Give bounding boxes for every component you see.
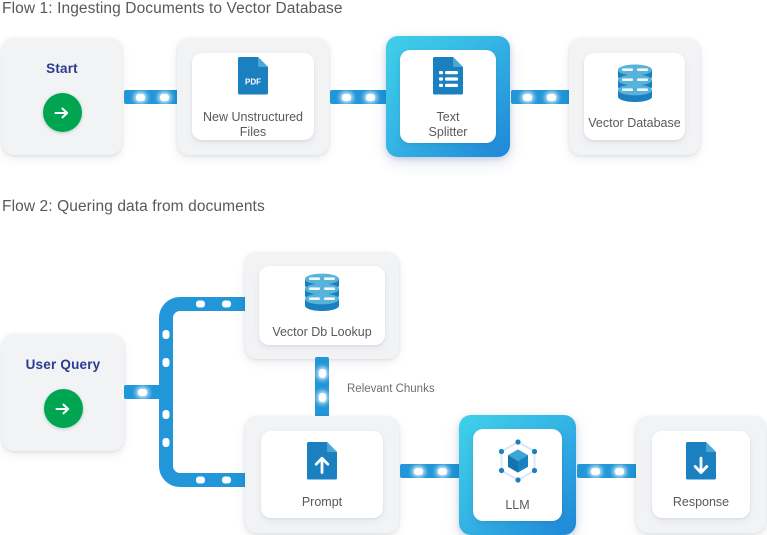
connector-llm-to-response (577, 464, 639, 478)
hexagon-cube-icon (495, 438, 541, 489)
connector-user-query-stub (124, 385, 166, 399)
database-stack-icon (300, 271, 344, 316)
flow-2-title: Flow 2: Quering data from documents (2, 198, 265, 215)
green-arrow-icon[interactable] (42, 93, 82, 132)
connector-files-to-splitter (330, 90, 390, 104)
svg-text:PDF: PDF (245, 77, 261, 86)
connector-splitter-to-vectordb (511, 90, 571, 104)
database-stack-icon (613, 62, 657, 107)
node-response[interactable]: Response (636, 416, 766, 533)
node-user-query-label: User Query (25, 357, 101, 372)
node-start[interactable]: Start (2, 38, 122, 155)
node-vector-database-label: Vector Database (588, 116, 681, 130)
upload-file-icon (304, 439, 340, 486)
node-llm[interactable]: LLM (459, 415, 576, 535)
node-text-splitter-label: Text Splitter (428, 109, 468, 139)
connector-prompt-to-llm (400, 464, 462, 478)
flow-1-title: Flow 1: Ingesting Documents to Vector Da… (2, 0, 343, 17)
node-text-splitter[interactable]: Text Splitter (386, 36, 510, 157)
node-llm-inner: LLM (473, 429, 562, 521)
node-new-unstructured-files[interactable]: PDF New Unstructured Files (177, 38, 329, 155)
connector-start-to-files (124, 90, 184, 104)
node-response-inner: Response (652, 431, 750, 518)
relevant-chunks-label: Relevant Chunks (347, 383, 435, 395)
node-prompt-inner: Prompt (261, 431, 383, 518)
node-vector-db-lookup-inner: Vector Db Lookup (259, 266, 385, 345)
node-vector-database-inner: Vector Database (584, 53, 685, 140)
node-text-splitter-inner: Text Splitter (400, 50, 496, 143)
connector-lookup-to-prompt (315, 357, 329, 417)
node-vector-db-lookup-label: Vector Db Lookup (272, 325, 372, 339)
node-vector-database[interactable]: Vector Database (569, 38, 700, 155)
node-response-label: Response (672, 495, 730, 509)
download-file-icon (683, 439, 719, 486)
node-new-unstructured-files-label: New Unstructured Files (202, 109, 304, 139)
node-prompt-label: Prompt (301, 495, 343, 509)
node-start-label: Start (46, 61, 78, 76)
green-arrow-icon[interactable] (43, 389, 83, 428)
node-user-query[interactable]: User Query (2, 334, 124, 451)
node-prompt[interactable]: Prompt (245, 416, 399, 533)
node-llm-label: LLM (505, 497, 530, 512)
node-vector-db-lookup[interactable]: Vector Db Lookup (245, 252, 399, 359)
document-list-icon (430, 54, 466, 101)
pdf-file-icon: PDF (235, 54, 271, 101)
node-new-unstructured-files-inner: PDF New Unstructured Files (192, 53, 314, 140)
connector-branch-split (118, 292, 257, 497)
